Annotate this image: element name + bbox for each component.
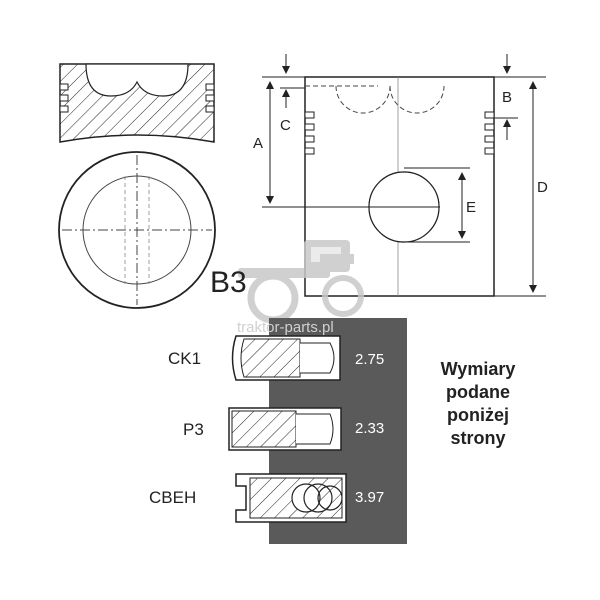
watermark-text: traktor-parts.pl bbox=[237, 319, 334, 336]
dimension-e-label: E bbox=[466, 199, 476, 216]
piston-dimension-drawing: A B C D E bbox=[253, 54, 548, 297]
dimension-b-label: B bbox=[502, 89, 512, 106]
note-line: poniżej bbox=[447, 405, 509, 425]
ring-cbeh-name: CBEH bbox=[149, 488, 196, 507]
tractor-watermark-icon bbox=[238, 240, 364, 324]
dimension-d-label: D bbox=[537, 179, 548, 196]
note-line: strony bbox=[450, 428, 506, 448]
ring-cbeh-value: 3.97 bbox=[355, 489, 384, 506]
dimensions-note: Wymiary podane poniżej strony bbox=[418, 358, 538, 450]
ring-p3-value: 2.33 bbox=[355, 420, 384, 437]
ring-ck1-profile-icon bbox=[231, 335, 341, 381]
ring-ck1-name: CK1 bbox=[168, 349, 201, 368]
ring-ck1-value: 2.75 bbox=[355, 351, 384, 368]
note-line: Wymiary bbox=[440, 359, 516, 379]
dimension-a-label: A bbox=[253, 135, 263, 152]
note-line: podane bbox=[445, 382, 510, 402]
ring-cbeh-profile-icon bbox=[235, 473, 347, 523]
ring-p3-profile-icon bbox=[228, 407, 342, 451]
ring-p3-name: P3 bbox=[183, 420, 204, 439]
piston-section-view bbox=[59, 63, 215, 143]
piston-top-view bbox=[58, 151, 216, 309]
dimension-c-label: C bbox=[280, 117, 291, 134]
model-label: B3 bbox=[210, 266, 247, 299]
